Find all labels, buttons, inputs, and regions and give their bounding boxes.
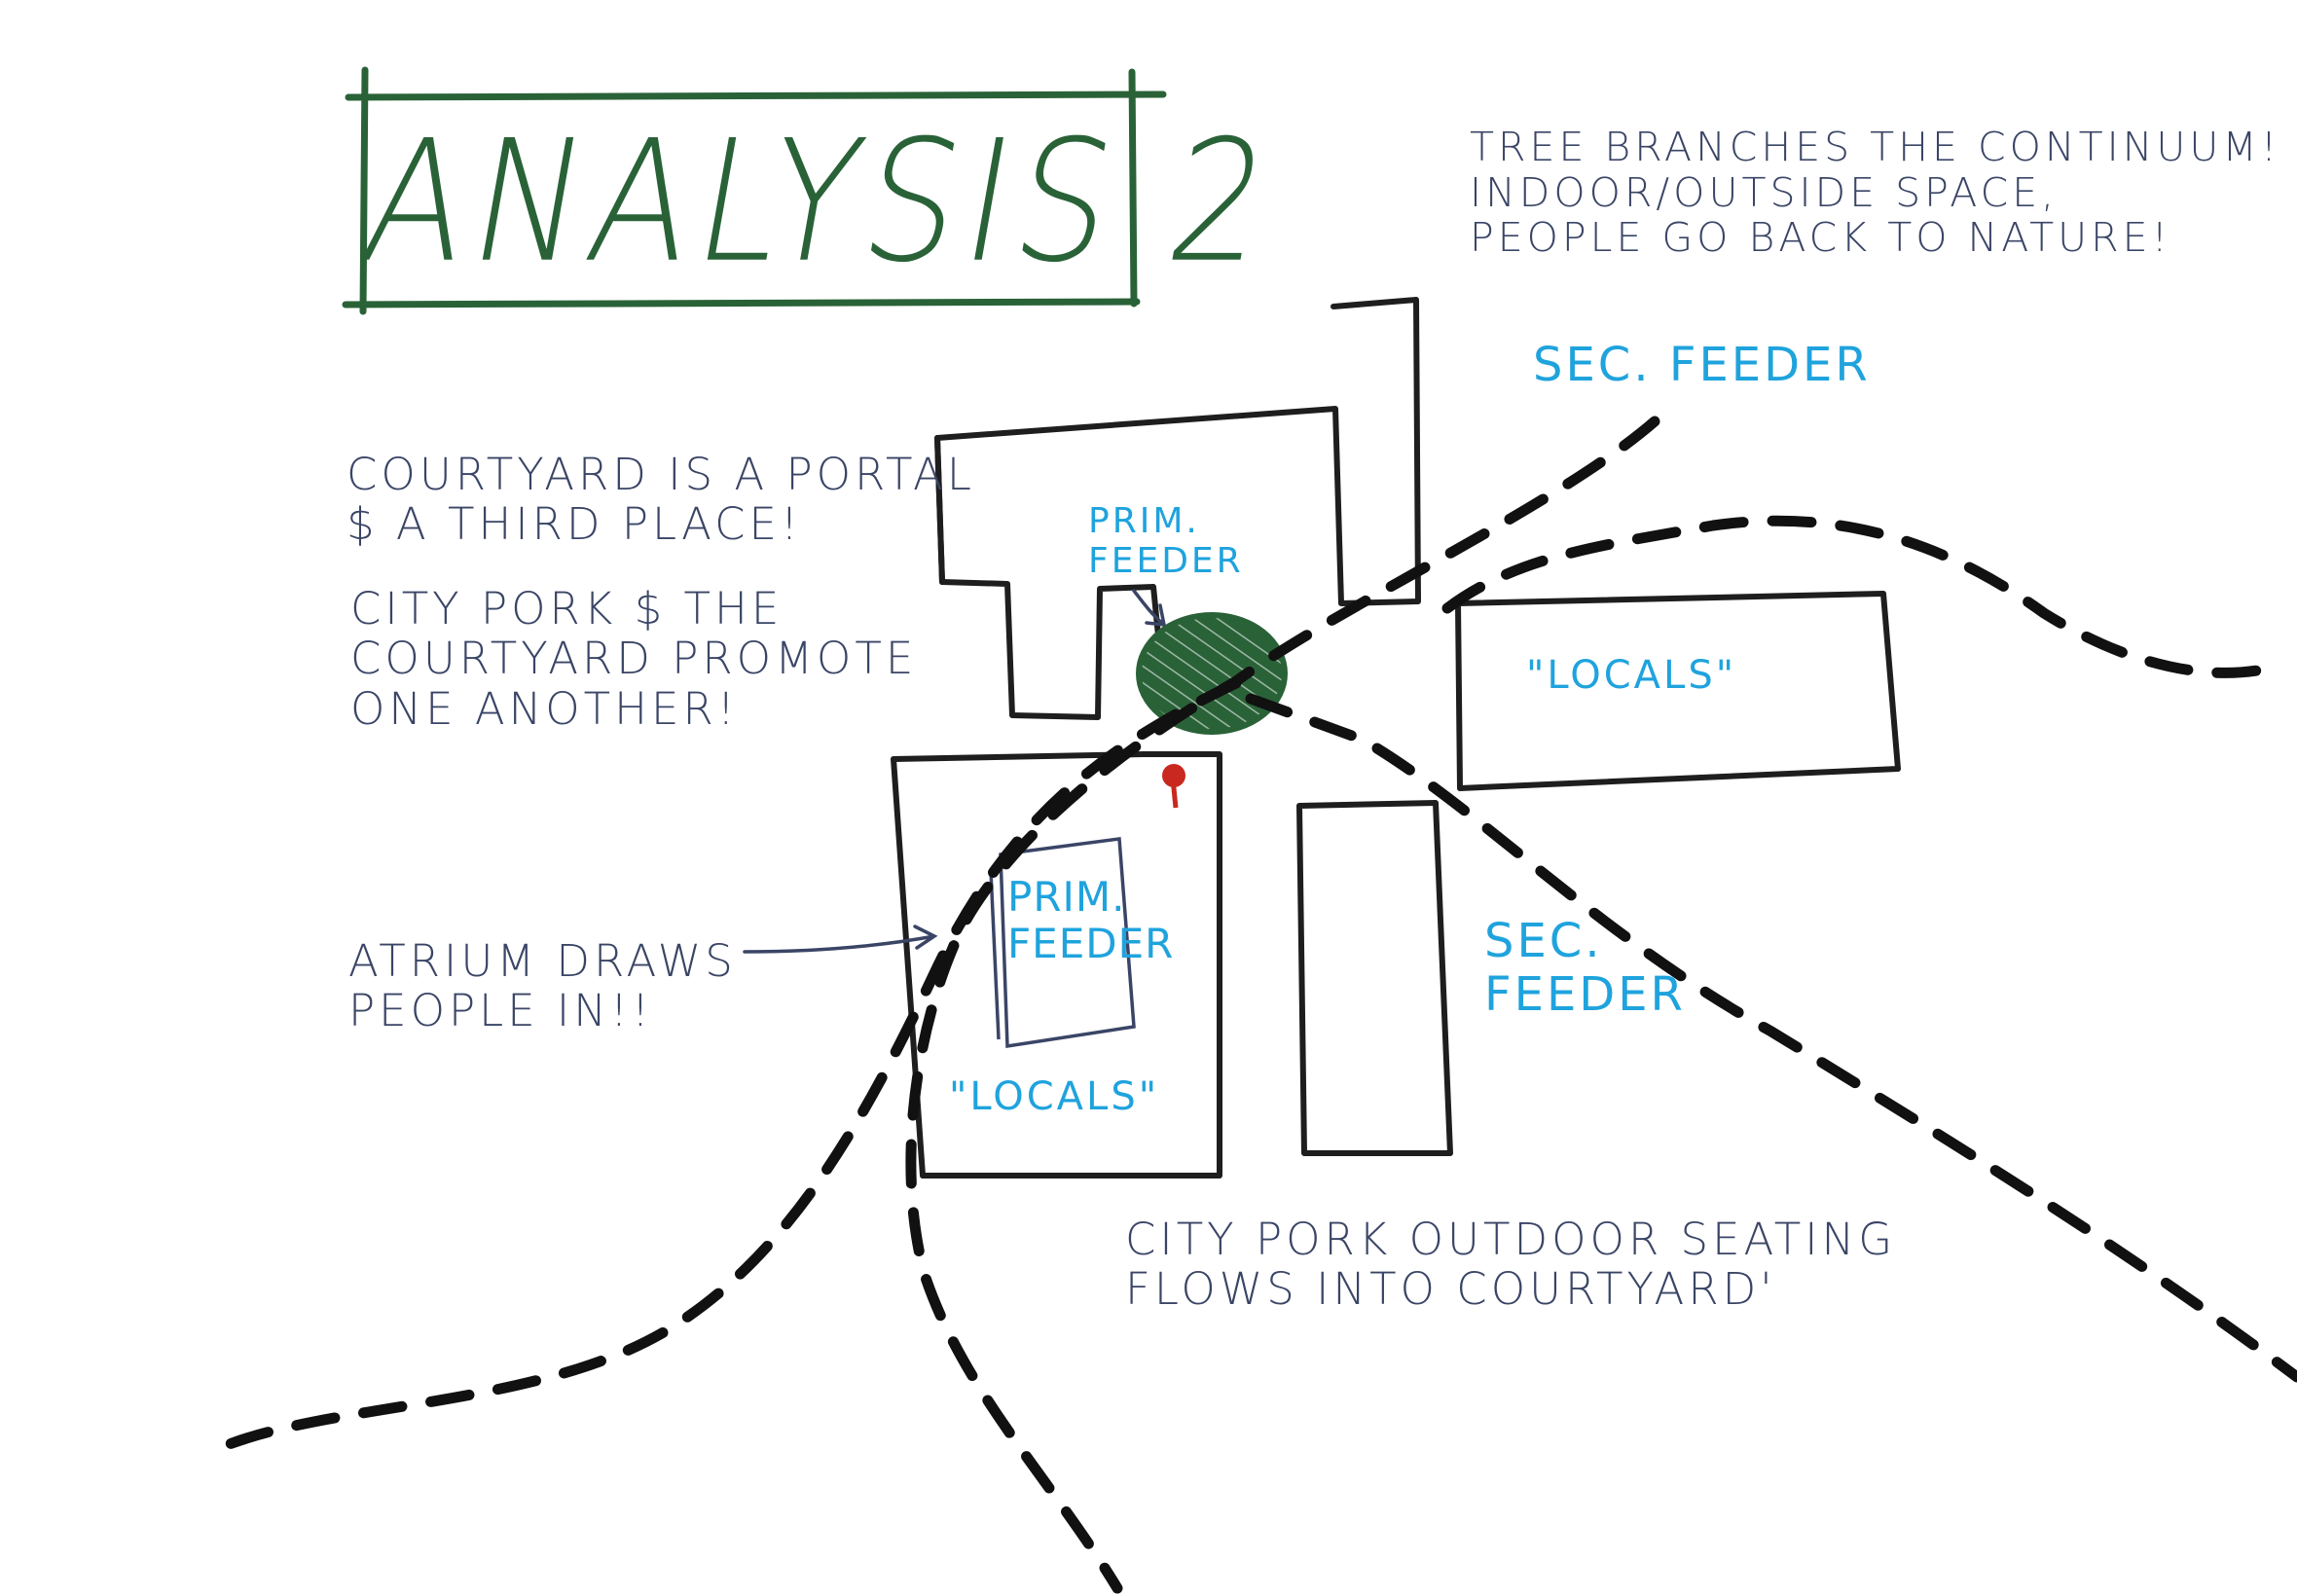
note-line: TREE BRANCHES THE CONTINUUM! <box>1470 124 2281 170</box>
label-line: FEEDER <box>1088 541 1244 582</box>
note-line: PEOPLE GO BACK TO NATURE! <box>1470 214 2171 262</box>
path-east-diagonal <box>1245 693 2297 1383</box>
note-line: PEOPLE IN!! <box>348 985 653 1037</box>
note-outdoor-seating: CITY PORK OUTDOOR SEATING FLOWS INTO COU… <box>1125 1215 1896 1315</box>
label-sec-feeder-top: SEC. FEEDER <box>1533 338 1871 392</box>
note-line: COURTYARD IS A PORTAL <box>346 449 975 500</box>
note-line: FLOWS INTO COURTYARD' <box>1125 1263 1776 1316</box>
note-line: CITY PORK OUTDOOR SEATING <box>1125 1214 1897 1265</box>
label-locals-right: "LOCALS" <box>1526 653 1737 698</box>
location-pin <box>1162 764 1185 809</box>
label-prim-feeder-top: PRIM. FEEDER <box>1088 501 1244 581</box>
note-line: CITY PORK $ THE <box>350 583 784 635</box>
building-outlines <box>891 297 1901 1179</box>
title-frame <box>342 66 1167 315</box>
note-line: $ A THIRD PLACE! <box>346 498 802 551</box>
path-northeast-arc <box>1441 515 2269 678</box>
circulation-paths <box>199 416 2297 1594</box>
note-line: ATRIUM DRAWS <box>348 935 737 987</box>
label-line: PRIM. <box>1007 873 1126 921</box>
leader-arrows <box>743 589 1167 954</box>
north-building-left-edge <box>934 435 945 585</box>
label-line: PRIM. <box>1088 501 1200 541</box>
note-courtyard-portal: COURTYARD IS A PORTAL $ A THIRD PLACE! <box>346 450 975 550</box>
note-line: ONE ANOTHER! <box>350 682 739 735</box>
label-line: FEEDER <box>1007 919 1175 967</box>
atrium-box <box>989 837 1136 1049</box>
courtyard-hatch <box>1136 612 1288 735</box>
middle-building-outline <box>1296 800 1453 1156</box>
note-line: COURTYARD PROMOTE <box>350 633 918 685</box>
label-locals-left: "LOCALS" <box>949 1074 1160 1119</box>
label-line: SEC. <box>1484 914 1603 968</box>
note-city-pork: CITY PORK $ THE COURTYARD PROMOTE ONE AN… <box>350 584 917 734</box>
label-prim-feeder-atrium: PRIM. FEEDER <box>1007 874 1174 967</box>
east-building-outline <box>1455 591 1901 791</box>
page-title: ANALYSIS 2 <box>349 105 1291 301</box>
label-sec-feeder-mid: SEC. FEEDER <box>1484 915 1686 1021</box>
label-line: FEEDER <box>1484 966 1686 1022</box>
prim-feeder-arrow <box>1132 589 1167 628</box>
note-atrium: ATRIUM DRAWS PEOPLE IN!! <box>348 936 737 1036</box>
note-line: INDOOR/OUTSIDE SPACE, <box>1470 168 2059 216</box>
path-southwest <box>199 677 1242 1461</box>
atrium-arrow <box>743 925 938 954</box>
note-tree-branches: TREE BRANCHES THE CONTINUUM! INDOOR/OUTS… <box>1470 125 2280 261</box>
